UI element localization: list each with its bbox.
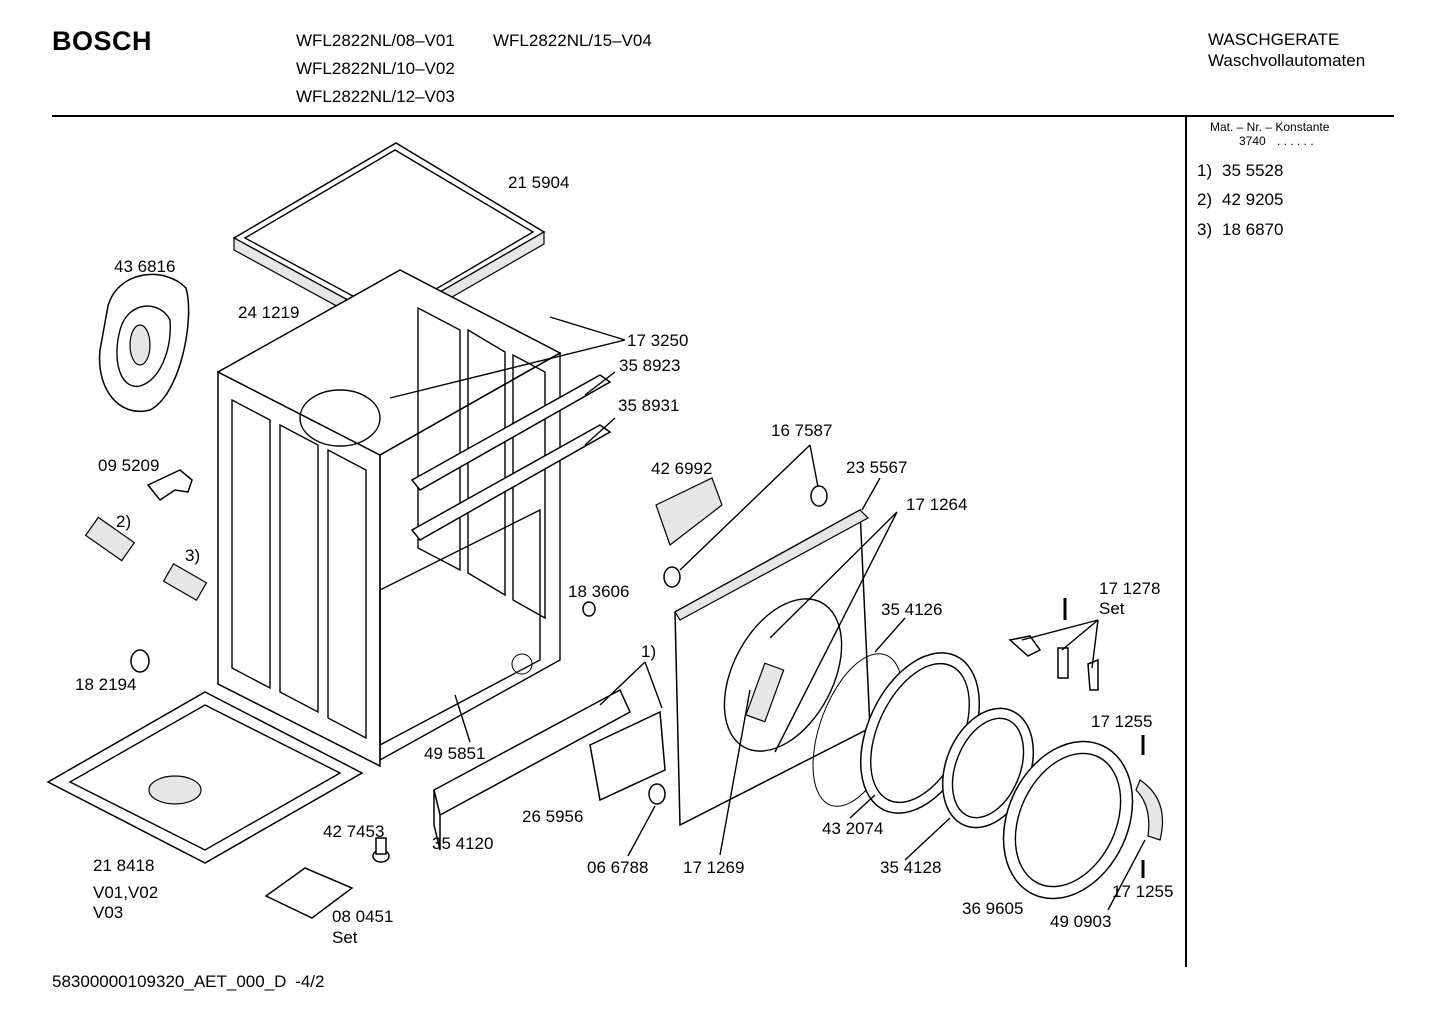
part-label: Set (1099, 599, 1125, 618)
part-label: 43 6816 (114, 257, 176, 276)
part-label: 08 0451 (332, 907, 394, 926)
header-divider (52, 115, 1394, 117)
document-id: 58300000109320_AET_000_D -4/2 (52, 972, 324, 992)
part-label: 42 6992 (651, 459, 713, 478)
category-title: WASCHGERATE (1208, 30, 1340, 49)
part-label: 24 1219 (238, 303, 300, 322)
part-label: 16 7587 (771, 421, 833, 440)
mat-dots: . . . . . . (1277, 134, 1314, 148)
part-label: 17 1278 (1099, 579, 1161, 598)
page-number: -4/2 (295, 972, 325, 991)
part-label: 35 8931 (618, 396, 680, 415)
sidebar-item-key: 1) (1197, 161, 1213, 180)
door-lock (648, 477, 828, 805)
sidebar-divider (1185, 117, 1187, 967)
part-label: 17 1255 (1112, 882, 1174, 901)
part-label: 35 4128 (880, 858, 942, 877)
part-variant-label: V03 (93, 903, 124, 922)
model-number: WFL2822NL/12–V03 (296, 87, 455, 106)
part-label: 49 0903 (1050, 912, 1112, 931)
sidebar-item-key: 3) (1197, 220, 1213, 239)
part-label: 21 8418 (93, 856, 155, 875)
part-label: 43 2074 (822, 819, 884, 838)
sidebar-item-value: 18 6870 (1222, 220, 1284, 239)
part-label: 23 5567 (846, 458, 908, 477)
leader-lines (389, 316, 1146, 911)
hinge-parts (1008, 598, 1145, 878)
part-label: 09 5209 (98, 456, 160, 475)
rear-panel (98, 273, 190, 413)
part-label: 17 1255 (1091, 712, 1153, 731)
document-number: 58300000109320_AET_000_D (52, 972, 287, 991)
sidebar-item-value: 42 9205 (1222, 190, 1284, 209)
part-label: 18 3606 (568, 582, 630, 601)
part-label: 35 8923 (619, 356, 681, 375)
reference-label: 3) (185, 546, 201, 565)
top-rails (410, 374, 612, 541)
base-plate (46, 691, 364, 864)
part-label: 17 3250 (627, 331, 689, 350)
model-number: WFL2822NL/10–V02 (296, 59, 455, 78)
part-label: 17 1269 (683, 858, 745, 877)
cabinet-housing (216, 269, 562, 768)
sidebar-item-key: 2) (1197, 190, 1213, 209)
part-label: 18 2194 (75, 675, 137, 694)
door-assembly (812, 652, 1164, 900)
control-panel (433, 688, 666, 851)
mat-label: Mat. – Nr. – Konstante (1210, 120, 1330, 134)
front-panel (674, 508, 871, 827)
sidebar-item-value: 35 5528 (1222, 161, 1284, 180)
small-parts (84, 469, 596, 919)
part-label: 21 5904 (508, 173, 570, 192)
reference-label: 1) (641, 642, 657, 661)
subcategory-title: Waschvollautomaten (1208, 51, 1366, 70)
part-label: 26 5956 (522, 807, 584, 826)
model-number: WFL2822NL/15–V04 (493, 31, 652, 50)
mat-value: 3740 (1239, 134, 1266, 148)
brand-logo: BOSCH (52, 26, 153, 56)
part-label: Set (332, 928, 358, 947)
part-variant-label: V01,V02 (93, 883, 159, 902)
part-label: 35 4126 (881, 600, 943, 619)
reference-label: 2) (116, 512, 132, 531)
part-label: 17 1264 (906, 495, 968, 514)
part-label: 49 5851 (424, 744, 486, 763)
part-label: 35 4120 (432, 834, 494, 853)
part-label: 36 9605 (962, 899, 1024, 918)
model-number: WFL2822NL/08–V01 (296, 31, 455, 50)
part-label: 06 6788 (587, 858, 649, 877)
part-label: 42 7453 (323, 822, 385, 841)
